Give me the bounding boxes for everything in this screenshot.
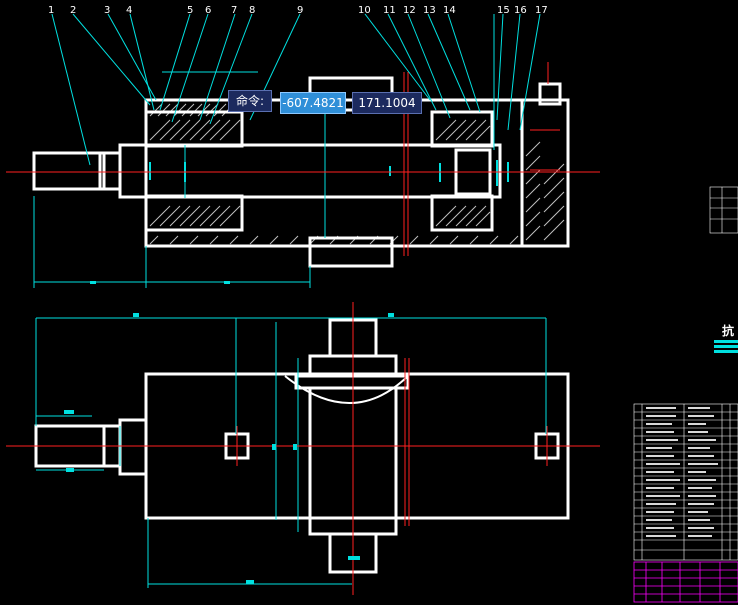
title-block-accent [714, 340, 738, 353]
callout-16: 16 [514, 5, 527, 16]
top-view-cyan-details [149, 160, 509, 186]
callout-10: 10 [358, 5, 371, 16]
callout-7: 7 [231, 5, 238, 16]
callout-15: 15 [497, 5, 510, 16]
command-prompt-label: 命令: [228, 90, 272, 112]
top-view-hatching [149, 103, 565, 245]
callout-4: 4 [126, 5, 133, 16]
callout-1: 1 [48, 5, 55, 16]
parts-list-text-marks [646, 407, 718, 537]
front-view-fill-marks [64, 281, 394, 584]
callout-11: 11 [383, 5, 396, 16]
front-view-center-lines [6, 302, 600, 595]
top-view-center-lines [6, 62, 600, 256]
title-block-partial-heading: 抗 [722, 324, 735, 338]
title-grid [633, 561, 738, 603]
dynamic-input-y-field[interactable]: 171.1004 [352, 92, 422, 114]
front-view-dimensions [35, 317, 547, 588]
dynamic-input-x-field[interactable]: -607.4821 [280, 92, 346, 114]
callout-6: 6 [205, 5, 212, 16]
top-view-dimensions [33, 110, 326, 288]
callout-9: 9 [297, 5, 304, 16]
callout-13: 13 [423, 5, 436, 16]
callout-3: 3 [104, 5, 111, 16]
callout-12: 12 [403, 5, 416, 16]
parts-list-table [633, 403, 738, 561]
callout-8: 8 [249, 5, 256, 16]
callout-2: 2 [70, 5, 77, 16]
side-legend [709, 186, 738, 234]
callout-17: 17 [535, 5, 548, 16]
callout-14: 14 [443, 5, 456, 16]
leader-lines [51, 13, 541, 166]
callout-5: 5 [187, 5, 194, 16]
